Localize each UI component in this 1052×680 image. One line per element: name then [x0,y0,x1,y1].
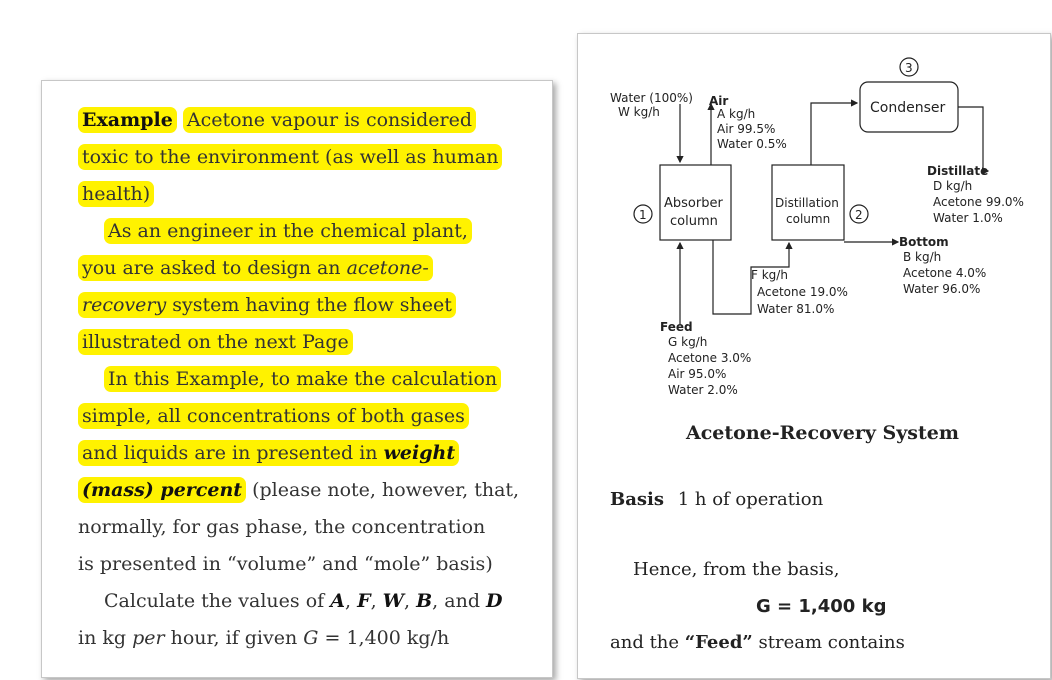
distillation-label-1: Distillation [775,196,839,210]
line-4-text: As an engineer in the chemical plant, [104,218,472,244]
sep-4: , and [432,590,480,612]
line-10-text: and liquids are in presented in [82,442,378,464]
bottom-label-2: Acetone 4.0% [903,266,986,280]
var-F: F [357,590,371,612]
absorber-label-1: Absorber [664,196,723,211]
text-line-12: normally, for gas phase, the concentrati… [78,515,485,539]
text-line-1: Example Acetone vapour is considered [78,107,477,133]
line-11-text: (please note, however, that, [252,479,520,501]
line-15-text-a: in kg [78,627,127,649]
distillate-label-2: Acetone 99.0% [933,195,1024,209]
line-6-italic: recovery [82,294,167,316]
left-page: Example Acetone vapour is considered tox… [41,80,553,678]
line-13-text: is presented in “volume” and “mole” basi… [78,553,493,575]
f-label-1: F kg/h [751,268,788,282]
f-stream-line [712,240,793,315]
text-line-5: you are asked to design an acetone- [78,255,433,281]
text-line-3: health) [78,181,155,207]
f-label-2: Acetone 19.0% [757,285,848,299]
circle-3 [899,57,919,77]
line-1-text: Acetone vapour is considered [182,107,477,133]
circle-1 [633,204,653,224]
text-line-6: recovery system having the flow sheet [78,292,456,318]
feed-label-1: G kg/h [668,335,707,349]
distillate-label-1: D kg/h [933,179,972,193]
distillation-box [771,164,845,241]
sep-3: , [404,590,411,612]
line-12-text: normally, for gas phase, the concentrati… [78,516,486,538]
g-equation: G = 1,400 kg [756,596,887,617]
figure-title: Acetone-Recovery System [686,422,959,444]
line-9-text: simple, all concentrations of both gases [78,403,469,429]
sep-1: , [344,590,352,612]
right-page: Water (100%) W kg/h Air A kg/h Air 99.5%… [577,33,1051,679]
text-line-2: toxic to the environment (as well as hum… [78,144,503,170]
f-label-3: Water 81.0% [757,302,834,316]
absorber-label-2: column [670,214,718,229]
line-5-italic: acetone- [346,257,429,279]
water-in-label-1: Water (100%) [610,91,693,105]
line-15-text-c: = 1,400 kg/h [324,627,450,649]
line-15-text-b: hour, if given [170,627,298,649]
line-11-bold-italic: (mass) percent [82,479,243,501]
distillation-label-2: column [786,212,830,226]
water-in-label-2: W kg/h [618,105,660,119]
text-line-7: illustrated on the next Page [78,329,353,355]
line-15-G: G [303,627,319,649]
line-14-text: Calculate the values of [104,590,325,612]
sep-2: , [370,590,377,612]
bottom-label-3: Water 96.0% [903,282,980,296]
basis-text: 1 h of operation [677,489,824,510]
circle-2-label: 2 [855,208,863,222]
text-line-13: is presented in “volume” and “mole” basi… [78,552,493,576]
text-line-8: In this Example, to make the calculation [104,366,502,392]
line-15-per: per [132,627,165,649]
var-A: A [330,590,345,612]
example-label: Example [82,109,173,131]
basis-line: Basis 1 h of operation [610,489,823,510]
var-B: B [416,590,433,612]
line-7-text: illustrated on the next Page [78,329,353,355]
feed-title: Feed [660,320,693,334]
line-5-text: you are asked to design an [82,257,341,279]
vapor-line [810,99,859,165]
basis-label: Basis [610,489,664,510]
bottom-label-1: B kg/h [903,250,941,264]
text-line-9: simple, all concentrations of both gases [78,403,469,429]
circle-2 [849,204,869,224]
circle-3-label: 3 [905,61,913,75]
air-label-1: A kg/h [717,107,755,121]
text-line-11: (mass) percent (please note, however, th… [78,477,520,503]
bottom-title: Bottom [899,235,949,249]
condenser-label: Condenser [870,100,945,116]
feed-line: and the “Feed” stream contains [610,632,905,653]
line-2-text: toxic to the environment (as well as hum… [78,144,503,170]
distillate-title: Distillate [927,164,988,178]
text-line-14: Calculate the values of A, F, W, B, and … [104,589,503,613]
line-8-text: In this Example, to make the calculation [104,366,502,392]
line-6-text: system having the flow sheet [172,294,452,316]
var-D: D [486,590,503,612]
feed-label-2: Acetone 3.0% [668,351,751,365]
feed-label-3: Air 95.0% [668,367,726,381]
text-line-10: and liquids are in presented in weight [78,440,460,466]
line-10-bold-italic: weight [383,442,456,464]
absorber-box [659,164,732,241]
var-W: W [382,590,405,612]
text-line-4: As an engineer in the chemical plant, [104,218,472,244]
feed-word: “Feed” [684,632,753,653]
feed-post: stream contains [758,632,905,653]
air-title: Air [709,94,728,108]
flow-sheet-diagram: Water (100%) W kg/h Air A kg/h Air 99.5%… [610,57,1024,397]
feed-label-4: Water 2.0% [668,383,738,397]
distillate-line [958,106,990,175]
air-label-3: Water 0.5% [717,137,787,151]
feed-pre: and the [610,632,680,653]
air-label-2: Air 99.5% [717,122,775,136]
circle-1-label: 1 [639,208,647,222]
hence-line: Hence, from the basis, [633,559,840,580]
distillate-label-3: Water 1.0% [933,211,1003,225]
text-line-15: in kg per hour, if given G = 1,400 kg/h [78,626,449,650]
line-3-text: health) [78,181,155,207]
